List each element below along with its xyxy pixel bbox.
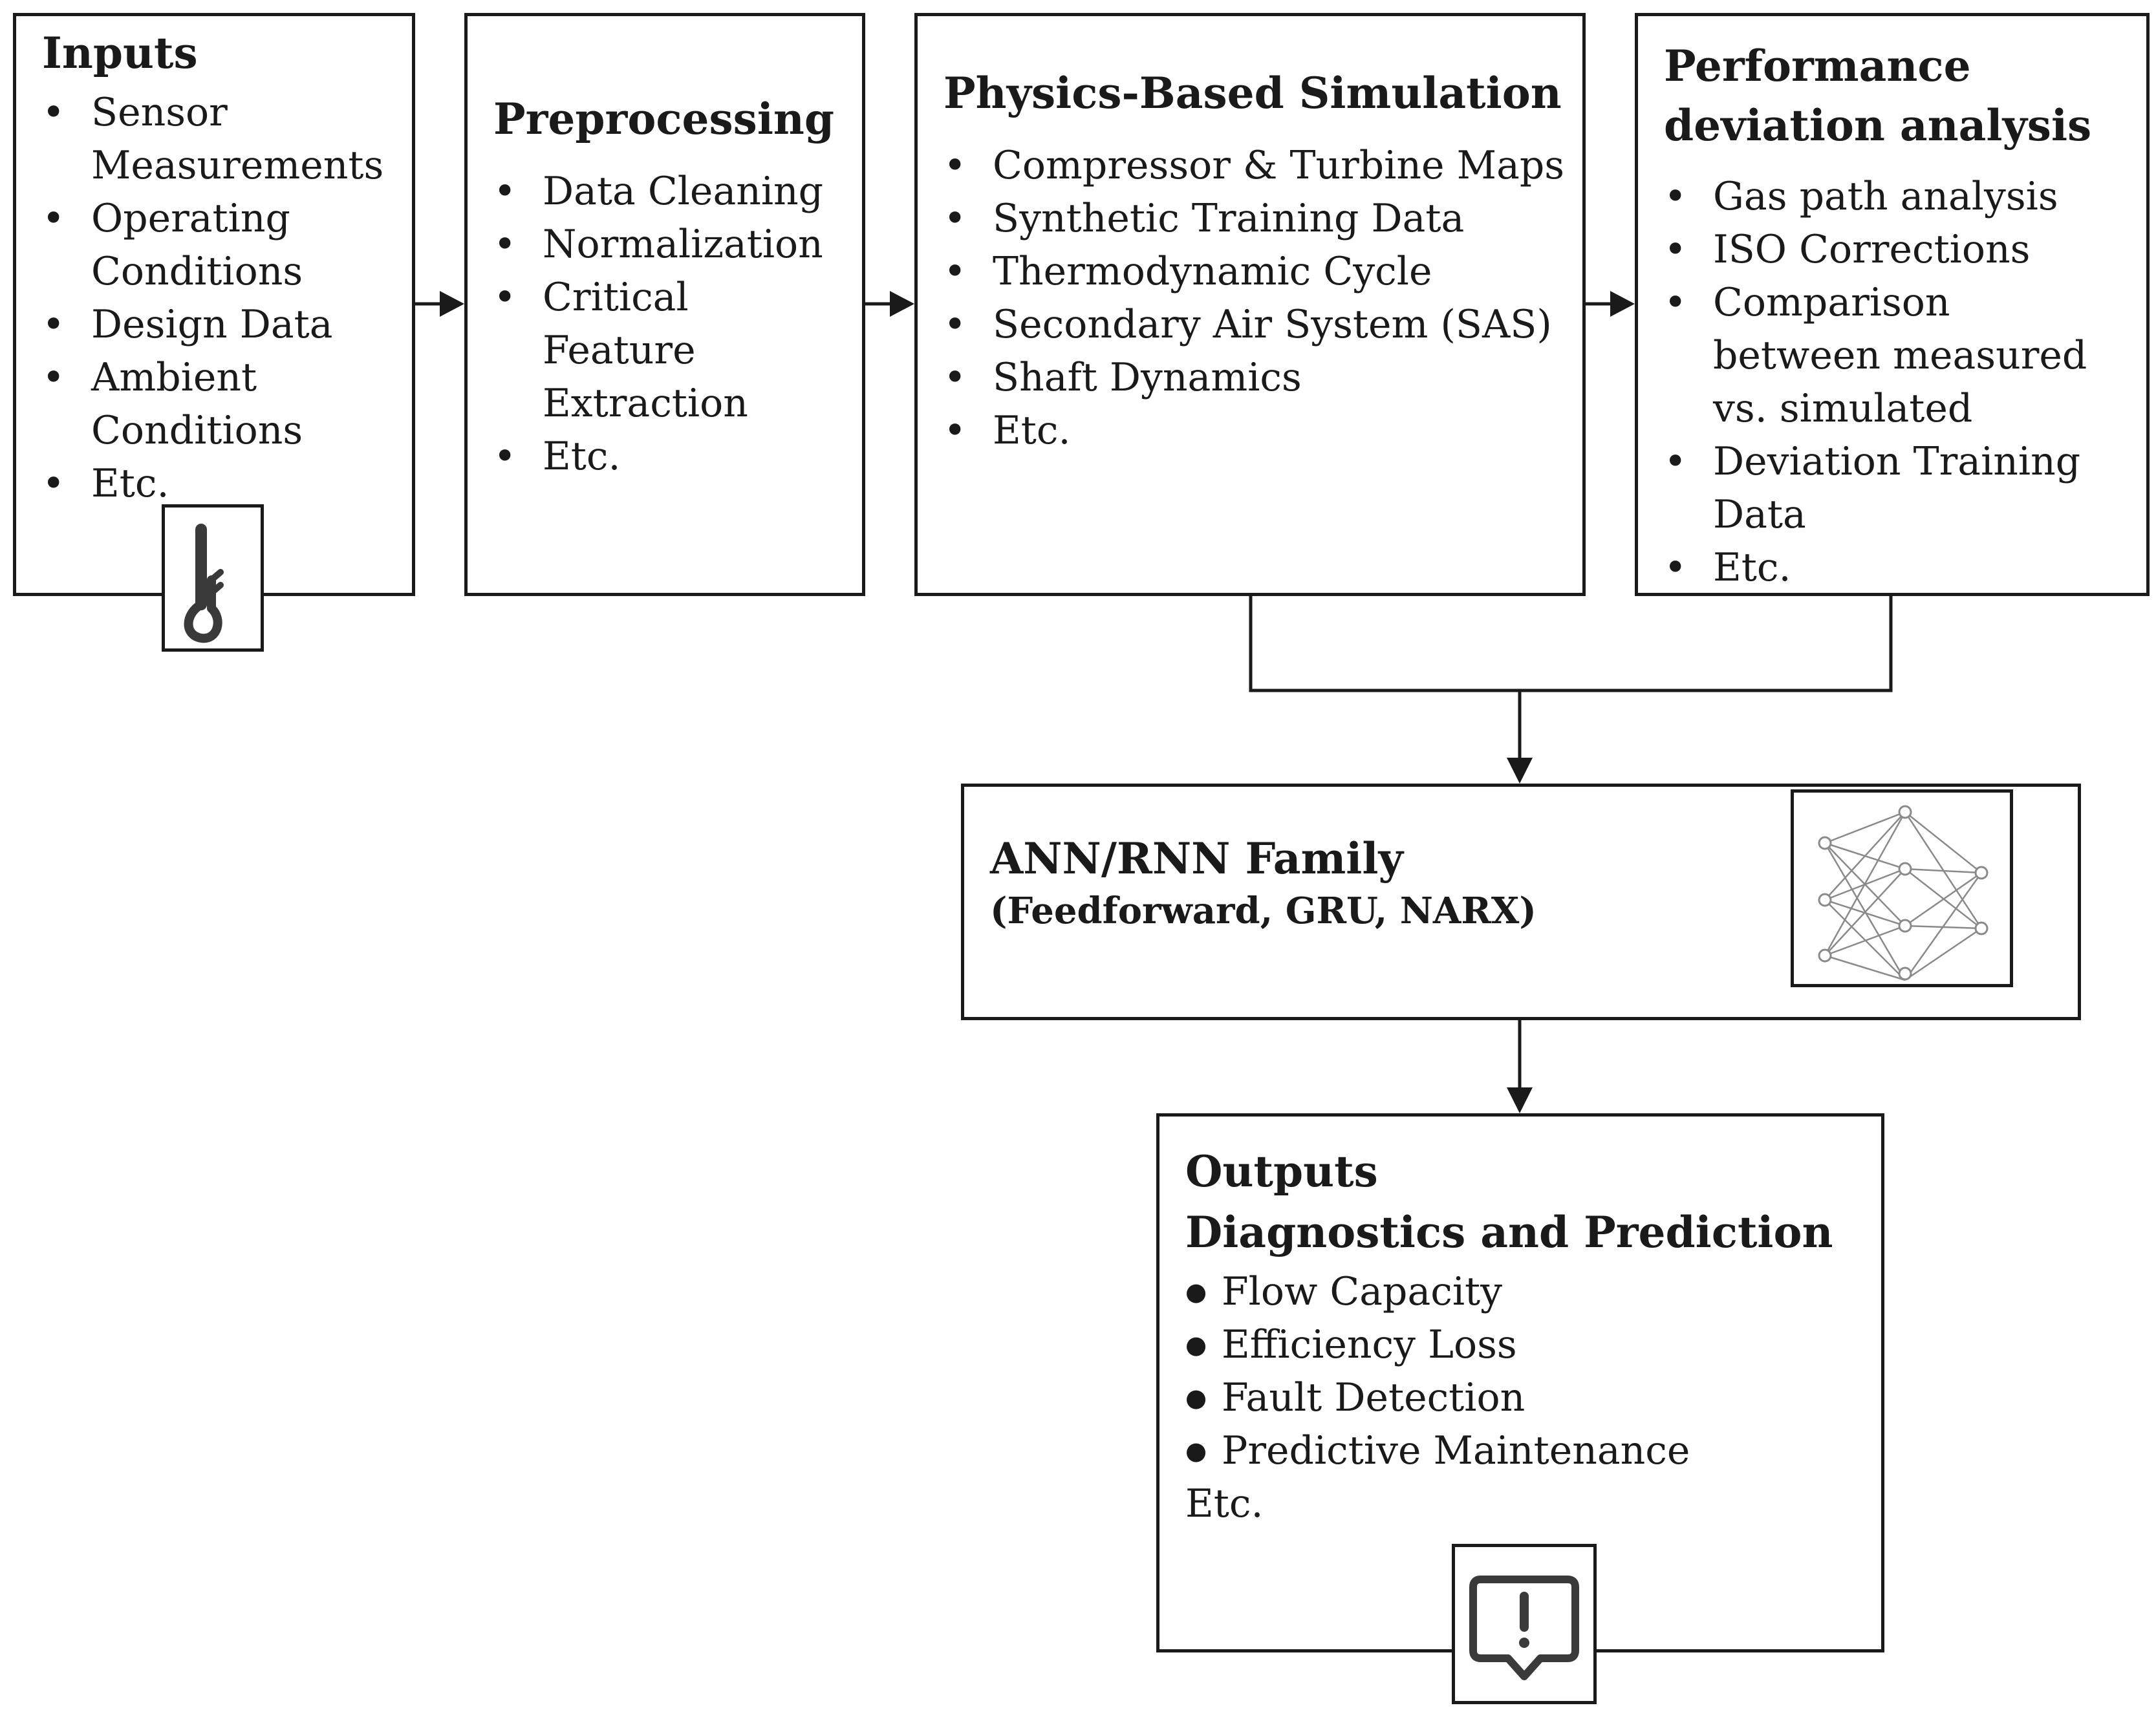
outputs-title-line2: Diagnostics and Prediction — [1185, 1207, 1833, 1257]
ann-subtitle: (Feedforward, GRU, NARX) — [990, 890, 1536, 932]
deviation-list: Gas path analysis ISO Corrections Compar… — [1664, 170, 2087, 594]
ann-title: ANN/RNN Family — [990, 833, 1403, 884]
deviation-title-line1: Performance — [1664, 41, 1971, 91]
deviation-item: Etc. — [1664, 541, 2087, 594]
simulation-item: Synthetic Training Data — [943, 192, 1564, 245]
preprocessing-box: Preprocessing Data Cleaning Normalizatio… — [464, 13, 865, 596]
outputs-item: Fault Detection — [1185, 1371, 1690, 1424]
alert-icon-frame — [1452, 1544, 1597, 1704]
simulation-item: Secondary Air System (SAS) — [943, 298, 1564, 351]
merge-connector — [1249, 596, 1893, 692]
outputs-item: Predictive Maintenance — [1185, 1424, 1690, 1477]
ann-box: ANN/RNN Family (Feedforward, GRU, NARX) — [961, 784, 2081, 1020]
deviation-item: ISO Corrections — [1664, 223, 2087, 276]
simulation-item: Shaft Dynamics — [943, 351, 1564, 404]
inputs-box: Inputs Sensor Measurements Operating Con… — [13, 13, 415, 596]
arrowhead-ann — [1507, 758, 1533, 784]
simulation-box: Physics-Based Simulation Compressor & Tu… — [914, 13, 1586, 596]
arrowhead-preprocessing — [440, 291, 464, 317]
outputs-box: Outputs Diagnostics and Prediction Flow … — [1156, 1113, 1884, 1652]
inputs-title: Inputs — [42, 28, 198, 78]
deviation-box: Performance deviation analysis Gas path … — [1635, 13, 2150, 596]
outputs-title-line1: Outputs — [1185, 1146, 1378, 1197]
preprocessing-item: Normalization — [493, 218, 823, 271]
simulation-item: Etc. — [943, 404, 1564, 457]
deviation-title-line2: deviation analysis — [1664, 100, 2092, 151]
simulation-item: Compressor & Turbine Maps — [943, 139, 1564, 192]
inputs-item: Ambient Conditions — [42, 351, 383, 457]
simulation-item: Thermodynamic Cycle — [943, 245, 1564, 298]
inputs-item: Operating Conditions — [42, 192, 383, 298]
neural-network-icon-frame — [1791, 789, 2013, 987]
simulation-title: Physics-Based Simulation — [943, 68, 1562, 118]
outputs-item: Flow Capacity — [1185, 1265, 1690, 1318]
preprocessing-title: Preprocessing — [493, 94, 835, 144]
preprocessing-item: Etc. — [493, 430, 823, 483]
preprocessing-list: Data Cleaning Normalization Critical Fea… — [493, 165, 823, 483]
outputs-list: Flow Capacity Efficiency Loss Fault Dete… — [1185, 1265, 1690, 1477]
thermometer-icon — [184, 524, 224, 643]
alert-message-icon — [1469, 1576, 1579, 1680]
deviation-item: Deviation Training Data — [1664, 435, 2087, 541]
preprocessing-item: Data Cleaning — [493, 165, 823, 218]
arrowhead-outputs — [1507, 1087, 1533, 1113]
deviation-item: Gas path analysis — [1664, 170, 2087, 223]
outputs-item: Efficiency Loss — [1185, 1318, 1690, 1371]
arrowhead-simulation — [890, 291, 914, 317]
outputs-etc: Etc. — [1185, 1481, 1264, 1526]
preprocessing-item: Critical Feature Extraction — [493, 271, 823, 430]
neural-network-icon — [1818, 805, 1989, 981]
inputs-list: Sensor Measurements Operating Conditions… — [42, 86, 383, 510]
arrowhead-deviation — [1610, 291, 1635, 317]
simulation-list: Compressor & Turbine Maps Synthetic Trai… — [943, 139, 1564, 457]
inputs-item: Sensor Measurements — [42, 86, 383, 192]
deviation-item: Comparison between measured vs. simulate… — [1664, 276, 2087, 435]
thermometer-icon-frame — [162, 504, 264, 652]
inputs-item: Design Data — [42, 298, 383, 351]
inputs-item: Etc. — [42, 457, 383, 510]
